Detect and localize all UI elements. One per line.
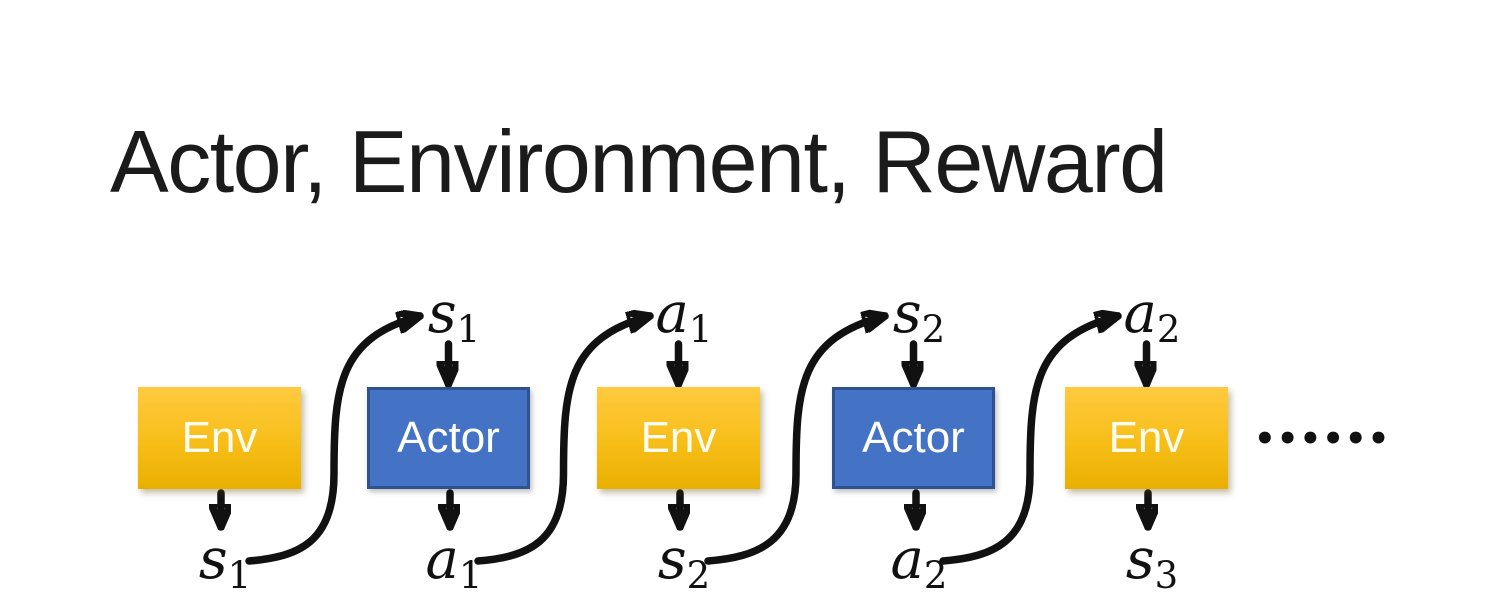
- bottom-label-a2-base: a: [890, 527, 924, 592]
- bottom-label-s3-base: s: [1125, 527, 1155, 592]
- env-box-1: Env: [138, 387, 301, 489]
- bottom-label-a2: a2: [891, 532, 948, 597]
- bottom-label-s1-base: s: [198, 527, 228, 592]
- slide-title: Actor, Environment, Reward: [110, 112, 1168, 211]
- bottom-label-s3: s3: [1126, 532, 1179, 597]
- env-box-3-label: Env: [1108, 413, 1185, 462]
- bottom-label-a2-sub: 2: [923, 554, 948, 597]
- bottom-label-s1-sub: 1: [227, 554, 252, 597]
- top-label-s2-sub: 2: [921, 308, 946, 351]
- top-label-s2: s2: [893, 286, 946, 351]
- bottom-label-s2-sub: 2: [686, 554, 711, 597]
- bottom-label-s2-base: s: [657, 527, 687, 592]
- top-label-a1-base: a: [655, 281, 689, 346]
- top-label-s1-base: s: [427, 281, 457, 346]
- top-label-a1: a1: [656, 286, 713, 351]
- top-label-a2: a2: [1124, 286, 1181, 351]
- top-label-s2-base: s: [892, 281, 922, 346]
- curve-arrow-s2: [704, 316, 885, 565]
- env-box-3: Env: [1065, 387, 1228, 489]
- actor-box-1: Actor: [367, 387, 530, 489]
- curve-arrow-s1: [245, 316, 420, 565]
- bottom-label-s1: s1: [199, 532, 252, 597]
- env-box-2: Env: [597, 387, 760, 489]
- top-label-s1: s1: [428, 286, 481, 351]
- env-box-2-label: Env: [640, 413, 717, 462]
- curve-arrow-a2: [939, 316, 1118, 565]
- bottom-label-s2: s2: [658, 532, 711, 597]
- actor-box-2-label: Actor: [862, 413, 965, 462]
- top-label-a1-sub: 1: [688, 308, 713, 351]
- curve-arrow-a1: [474, 316, 650, 565]
- bottom-label-a1: a1: [426, 532, 483, 597]
- top-label-a2-sub: 2: [1156, 308, 1181, 351]
- actor-box-1-label: Actor: [397, 413, 500, 462]
- actor-box-2: Actor: [832, 387, 995, 489]
- bottom-label-s3-sub: 3: [1154, 554, 1179, 597]
- bottom-label-a1-base: a: [425, 527, 459, 592]
- top-label-a2-base: a: [1123, 281, 1157, 346]
- bottom-label-a1-sub: 1: [458, 554, 483, 597]
- env-box-1-label: Env: [181, 413, 258, 462]
- top-label-s1-sub: 1: [456, 308, 481, 351]
- continuation-dots: ••••••: [1254, 419, 1391, 459]
